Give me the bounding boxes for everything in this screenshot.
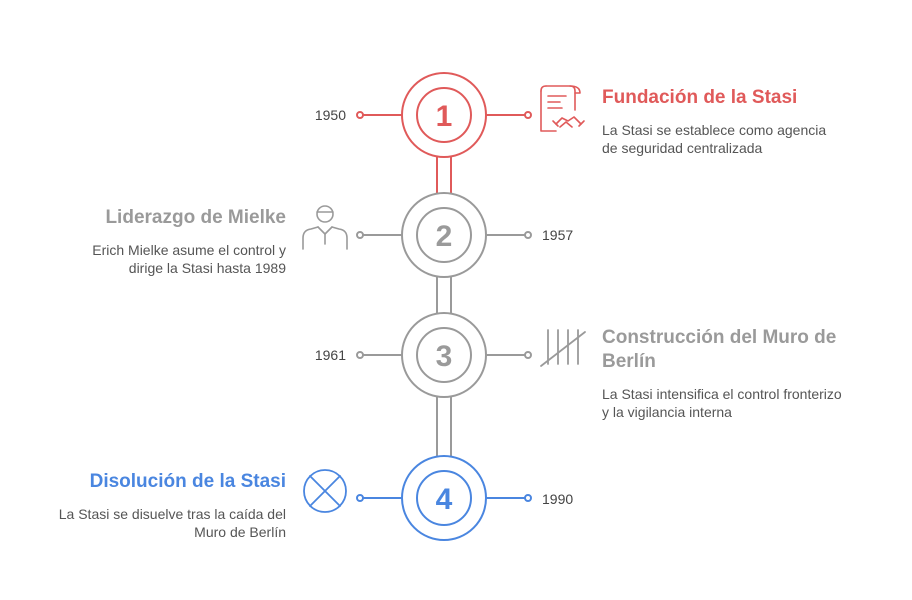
timeline-connectors	[436, 156, 452, 460]
node-1-inner-ring	[416, 87, 472, 143]
event-1-title: Fundación de la Stasi	[602, 87, 798, 108]
timeline-node-4: 4	[356, 455, 532, 541]
node-3-inner-ring	[416, 327, 472, 383]
node-4-inner-ring	[416, 470, 472, 526]
event-1-year: 1950	[314, 107, 346, 123]
timeline-node-3: 3	[356, 312, 532, 398]
event-3-year: 1961	[314, 347, 346, 363]
node-4-number: 4	[436, 483, 453, 516]
node-1-number: 1	[436, 100, 453, 133]
event-4-title: Disolución de la Stasi	[89, 471, 286, 492]
node-4-connector-right-dot	[524, 494, 532, 502]
timeline-node-1: 1	[356, 72, 532, 158]
event-4-description: La Stasi se disuelve tras la caída del M…	[58, 506, 286, 540]
node-2-number: 2	[436, 220, 453, 253]
event-3-description: La Stasi intensifica el control fronteri…	[602, 386, 842, 420]
leader-person-icon	[302, 205, 348, 250]
node-2-connector-left-dot	[356, 231, 364, 239]
event-2-title: Liderazgo de Mielke	[105, 207, 286, 228]
node-3-number: 3	[436, 340, 453, 373]
timeline-node-2: 2	[356, 192, 532, 278]
event-2-description: Erich Mielke asume el control y dirige l…	[92, 242, 286, 276]
node-3-connector-right-dot	[524, 351, 532, 359]
node-1-connector-right-dot	[524, 111, 532, 119]
node-2-inner-ring	[416, 207, 472, 263]
node-2-connector-right-dot	[524, 231, 532, 239]
document-handshake-icon	[540, 85, 585, 132]
node-4-connector-left-dot	[356, 494, 364, 502]
node-1-connector-left-dot	[356, 111, 364, 119]
event-2-year: 1957	[542, 227, 574, 243]
node-3-connector-left-dot	[356, 351, 364, 359]
event-1-description: La Stasi se establece como agencia de se…	[602, 122, 827, 156]
event-4-year: 1990	[542, 491, 574, 507]
tally-marks-icon	[540, 329, 586, 367]
crossed-circle-icon	[303, 469, 347, 513]
event-3-title: Construcción del Muro de Berlín	[602, 327, 837, 372]
